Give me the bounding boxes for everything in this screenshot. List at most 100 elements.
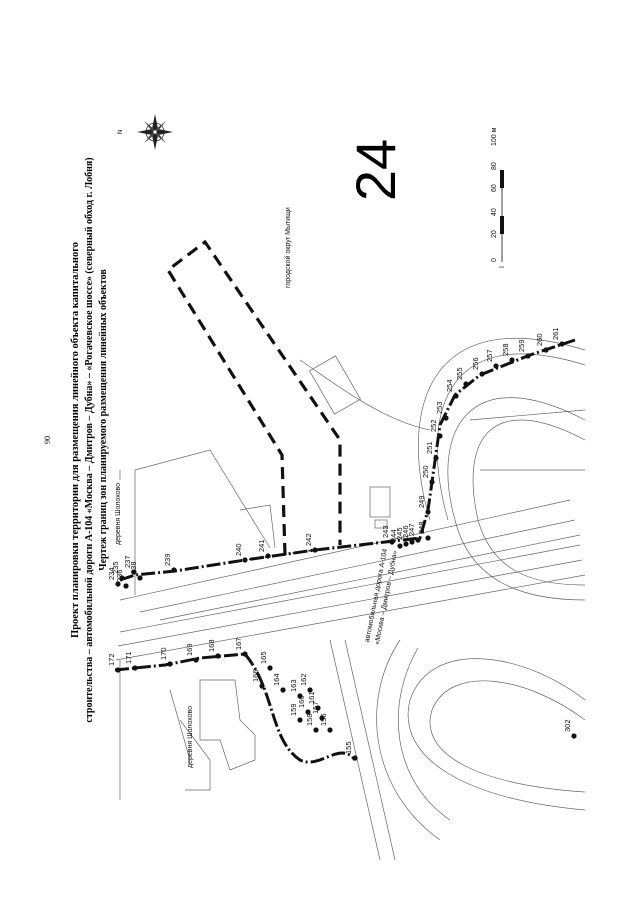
base-map [115, 337, 586, 861]
boundary-point-label-163: 163 [289, 679, 298, 692]
boundary-point-label-237: 237 [123, 555, 132, 568]
boundary-point-label-302: 302 [563, 719, 572, 732]
boundary-point-label-241: 241 [257, 539, 266, 552]
zone-boundary [165, 239, 342, 556]
boundary-point-label-247: 247 [407, 523, 416, 536]
boundary-point-label-159: 159 [289, 703, 298, 716]
boundary-point-163 [297, 693, 303, 699]
compass-rose-icon [137, 114, 173, 150]
boundary-point-label-169: 169 [185, 643, 194, 656]
boundary-point-label-236: 236 [115, 569, 124, 582]
boundary-point-169 [193, 657, 199, 663]
boundary-point-164 [280, 687, 286, 693]
boundary-point-label-167: 167 [234, 637, 243, 650]
boundary-point-156 [327, 727, 333, 733]
boundary-point-256 [479, 371, 485, 377]
boundary-point-247 [415, 537, 421, 543]
boundary-point-label-156: 156 [319, 713, 328, 726]
boundary-point-172 [115, 667, 121, 673]
boundary-point-label-239: 239 [163, 553, 172, 566]
compass-north-label: N [118, 130, 124, 134]
boundary-point-254 [453, 393, 459, 399]
boundary-point-171 [132, 665, 138, 671]
district-label: городской округ Мытищи [284, 207, 292, 288]
boundary-point-label-260: 260 [535, 333, 544, 346]
boundary-point-168 [215, 653, 221, 659]
scale-tick-60: 60 [491, 184, 498, 192]
boundary-point-244 [397, 543, 403, 549]
boundary-point-258 [509, 357, 515, 363]
boundary-point-label-160: 160 [297, 695, 306, 708]
boundary-point-238 [137, 575, 143, 581]
boundary-point-155 [352, 755, 358, 761]
scale-tick-100: 100 м [491, 127, 498, 146]
boundary-point-260 [543, 347, 549, 353]
boundary-point-255 [463, 381, 469, 387]
boundary-point-label-165: 165 [259, 651, 268, 664]
boundary-point-label-252: 252 [429, 419, 438, 432]
boundary-point-241 [265, 553, 271, 559]
boundary-point-159 [297, 717, 303, 723]
boundary-point-label-172: 172 [107, 653, 116, 666]
boundary-point-302 [571, 733, 577, 739]
title-line-2: строительства – автомобильной дороги А-1… [84, 157, 95, 722]
boundary-point-259 [525, 353, 531, 359]
boundary-point-label-261: 261 [551, 327, 560, 340]
boundary-point-257 [493, 363, 499, 369]
boundary-point-249 [425, 509, 431, 515]
scale-tick-40: 40 [491, 208, 498, 216]
boundary-point-label-243: 243 [381, 525, 390, 538]
boundary-point-label-254: 254 [445, 379, 454, 392]
village-label-left: деревня Шолохово [187, 706, 194, 768]
boundary-point-label-234: 234 [107, 567, 116, 580]
boundary-point-label-246: 246 [401, 525, 410, 538]
page-number: 90 [43, 436, 52, 444]
boundary-point-167 [242, 651, 248, 657]
boundary-point-label-170: 170 [159, 647, 168, 660]
boundary-point-235 [119, 575, 125, 581]
linear-boundary [114, 338, 576, 764]
boundary-point-label-157: 157 [311, 701, 320, 714]
boundary-point-label-250: 250 [421, 465, 430, 478]
boundary-point-label-166: 166 [251, 669, 260, 682]
boundary-point-237 [131, 569, 137, 575]
boundary-point-165 [267, 665, 273, 671]
boundary-point-label-240: 240 [234, 543, 243, 556]
boundary-point-261 [559, 341, 565, 347]
boundary-point-label-171: 171 [124, 651, 133, 664]
scale-bar: 0 20 40 60 80 100 м [491, 127, 504, 262]
sheet-number: 24 [344, 139, 407, 201]
boundary-point-label-244: 244 [389, 529, 398, 542]
boundary-point-label-161: 161 [307, 691, 316, 704]
title-line-3: Чертеж границ зон планируемого размещени… [98, 269, 109, 571]
boundary-point-251 [433, 455, 439, 461]
scale-tick-0: 0 [491, 258, 498, 262]
boundary-point-243 [389, 539, 395, 545]
boundary-point-label-162: 162 [299, 673, 308, 686]
boundary-point-166 [259, 683, 265, 689]
scale-unit-mark: I [499, 266, 506, 268]
boundary-point-label-235: 235 [111, 561, 120, 574]
boundary-point-161 [315, 705, 321, 711]
boundary-point-label-255: 255 [455, 367, 464, 380]
boundary-point-253 [443, 415, 449, 421]
boundary-point-160 [305, 709, 311, 715]
boundary-point-162 [307, 687, 313, 693]
boundary-point-label-242: 242 [304, 533, 313, 546]
boundary-point-label-253: 253 [435, 401, 444, 414]
boundary-point-label-164: 164 [272, 673, 281, 686]
boundary-point-label-249: 249 [417, 495, 426, 508]
boundary-point-label-248: 248 [417, 521, 426, 534]
boundary-point-158 [313, 727, 319, 733]
boundary-point-250 [429, 479, 435, 485]
boundary-point-157 [319, 715, 325, 721]
boundary-point-label-259: 259 [517, 339, 526, 352]
boundary-point-label-168: 168 [207, 639, 216, 652]
boundary-point-248 [425, 535, 431, 541]
boundary-point-label-251: 251 [425, 441, 434, 454]
boundary-point-label-257: 257 [485, 349, 494, 362]
title-line-1: Проект планировки территории для размеще… [70, 242, 81, 638]
boundary-point-242 [312, 547, 318, 553]
